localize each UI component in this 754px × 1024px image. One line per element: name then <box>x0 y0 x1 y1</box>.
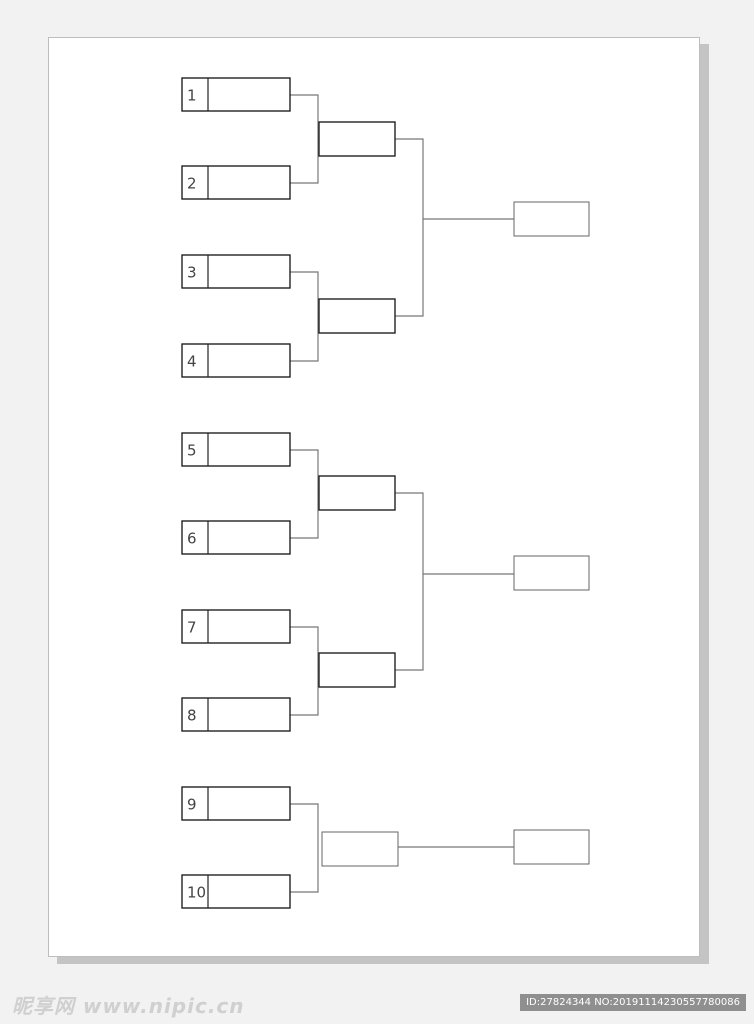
seed-number: 9 <box>187 796 197 814</box>
seed-number: 4 <box>187 353 197 371</box>
bracket-connector-line <box>290 271 319 317</box>
seed-slot: 10 <box>181 874 291 909</box>
bracket-connector-line <box>290 493 319 539</box>
seed-slot: 7 <box>181 609 291 644</box>
image-id-badge: ID:27824344 NO:20191114230557780086 <box>520 994 746 1011</box>
seed-number: 7 <box>187 619 197 637</box>
seed-slot: 4 <box>181 343 291 378</box>
seed-number: 2 <box>187 175 197 193</box>
bracket-connector-line <box>395 492 424 671</box>
seed-box <box>181 165 291 200</box>
seed-slot: 2 <box>181 165 291 200</box>
round-two-box <box>318 475 396 511</box>
seed-box <box>181 697 291 732</box>
bracket-connector-line <box>290 626 319 671</box>
seed-box <box>181 254 291 289</box>
seed-slot: 3 <box>181 254 291 289</box>
seed-box <box>181 77 291 112</box>
seed-number: 3 <box>187 264 197 282</box>
bracket-connector-line <box>290 803 319 893</box>
round-two-box <box>321 831 399 867</box>
seed-box <box>181 874 291 909</box>
bracket-connector-line <box>290 316 319 362</box>
round-two-box <box>318 121 396 157</box>
final-box <box>513 555 590 591</box>
seed-number: 8 <box>187 707 197 725</box>
seed-slot: 8 <box>181 697 291 732</box>
seed-number: 10 <box>187 884 206 902</box>
round-two-box <box>318 298 396 334</box>
bracket-boxes: 1 2 3 4 5 6 7 8 9 10 <box>181 77 590 909</box>
seed-box <box>181 520 291 555</box>
bracket-connector-line <box>290 94 319 140</box>
footer: 昵享网 www.nipic.cn ID:27824344 NO:20191114… <box>0 986 754 1024</box>
watermark-logo: 昵享网 www.nipic.cn <box>12 994 245 1018</box>
seed-slot: 9 <box>181 786 291 821</box>
seed-number: 6 <box>187 530 197 548</box>
seed-number: 5 <box>187 442 197 460</box>
seed-box <box>181 609 291 644</box>
seed-number: 1 <box>187 87 197 105</box>
seed-box <box>181 343 291 378</box>
final-box <box>513 829 590 865</box>
seed-box <box>181 786 291 821</box>
seed-box <box>181 432 291 467</box>
bracket-connector-line <box>290 139 319 184</box>
round-two-box <box>318 652 396 688</box>
final-box <box>513 201 590 237</box>
seed-slot: 5 <box>181 432 291 467</box>
seed-slot: 1 <box>181 77 291 112</box>
bracket-connector-line <box>395 138 424 317</box>
seed-slot: 6 <box>181 520 291 555</box>
bracket-connector-line <box>290 670 319 716</box>
bracket-connector-line <box>290 449 319 494</box>
